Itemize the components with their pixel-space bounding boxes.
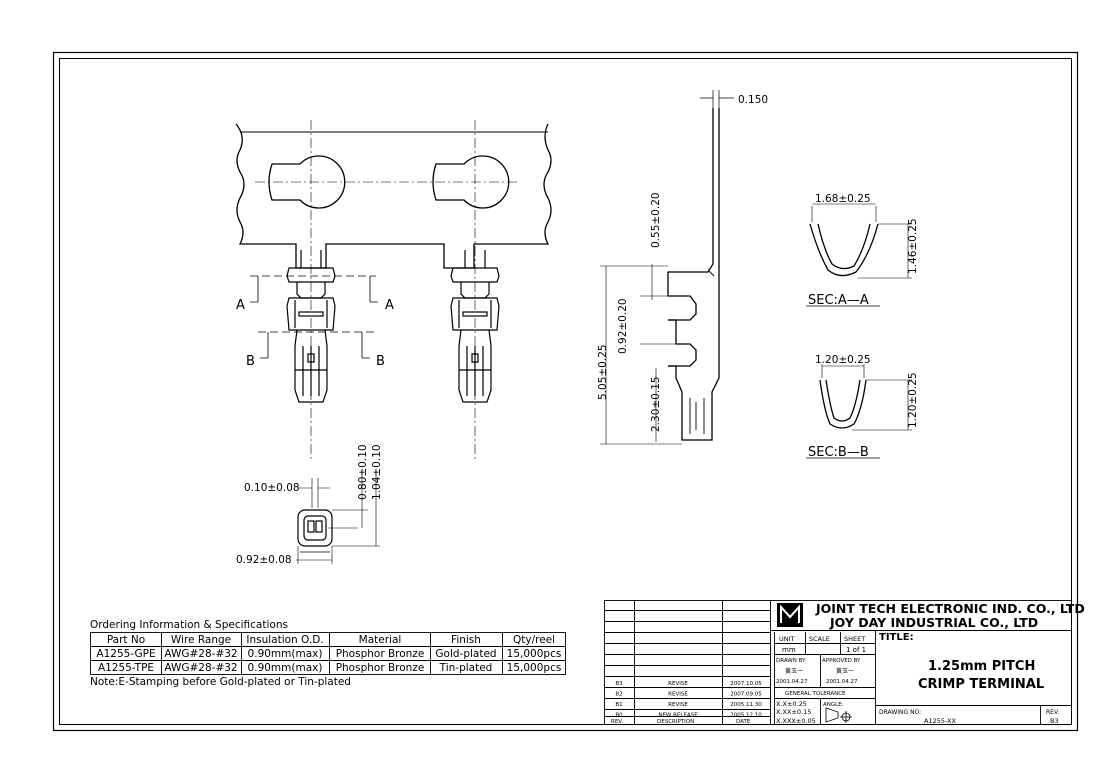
ordering-cells: Part No Wire Range Insulation O.D. Material… (96, 634, 561, 674)
scale-label: SCALE (809, 635, 830, 643)
revision-code: B0 (615, 713, 623, 719)
dim-height-b: 1.20±0.25 (907, 372, 919, 428)
section-a-label: SEC:A—A (808, 293, 869, 308)
approved-name: 黄玉一 (836, 667, 854, 675)
ordering-row-cell: 0.90mm(max) (248, 648, 323, 660)
ordering-header-cell: Wire Range (171, 634, 231, 646)
angle-label: ANGLE: (823, 702, 844, 708)
ordering-row-cell: 0.90mm(max) (248, 662, 323, 674)
end-view (296, 470, 380, 564)
approved-date: 2001.04.27 (826, 679, 858, 685)
section-cuts (250, 275, 378, 359)
ordering-row-cell: 15,000pcs (507, 662, 562, 674)
ordering-row-cell: A1255-GPE (96, 648, 155, 660)
description-column-header: DESCRIPTION (657, 719, 694, 725)
revision-code: B2 (615, 692, 622, 698)
tolerance-1: X.X±0.25 (776, 700, 807, 708)
drawn-by-label: DRAWN BY (776, 658, 806, 664)
inner-border (59, 58, 1072, 725)
dim-height-a: 1.46±0.25 (907, 218, 919, 274)
title-label: TITLE: (879, 632, 914, 643)
tolerance-2: X.XX±0.15 (776, 708, 811, 716)
cut-mark-b-left: B (246, 354, 255, 369)
outer-border (52, 51, 1079, 732)
cut-mark-b-right: B (376, 354, 385, 369)
ordering-row-cell: 15,000pcs (507, 648, 562, 660)
dim-width-a: 1.68±0.25 (815, 193, 871, 205)
ordering-note: Note:E-Stamping before Gold-plated or Ti… (90, 676, 351, 688)
cut-mark-a-right: A (385, 298, 394, 313)
revision-code: B1 (615, 702, 622, 708)
revision-date: 2005.11.30 (730, 702, 762, 708)
title-line-1: 1.25mm PITCH (928, 659, 1035, 674)
section-a-view (806, 203, 912, 307)
ordering-row-cell: Phosphor Bronze (336, 662, 425, 674)
dim-505: 5.05±0.25 (597, 344, 609, 400)
ordering-header-cell: Insulation O.D. (246, 634, 323, 646)
drawing-no: A1255-XX (924, 717, 956, 725)
ordering-row-cell: Phosphor Bronze (336, 648, 425, 660)
top-view (235, 120, 552, 460)
drawn-name: 黄玉一 (785, 667, 803, 675)
sheet-label: SHEET (844, 635, 865, 643)
ordering-header-cell: Finish (451, 634, 481, 646)
dim-010: 0.10±0.08 (244, 482, 300, 494)
rev-label: REV. (1046, 709, 1059, 716)
cut-mark-a-left: A (236, 298, 245, 313)
dim-092h: 0.92±0.08 (236, 554, 292, 566)
company-name-2: JOY DAY INDUSTRIAL CO., LTD (829, 615, 1038, 630)
dim-104: 1.04±0.10 (371, 444, 383, 500)
ordering-header-cell: Part No (107, 634, 145, 646)
dim-width-b: 1.20±0.25 (815, 354, 871, 366)
section-b-view (806, 364, 912, 459)
rev-value: B3 (1050, 717, 1059, 725)
ordering-row-cell: AWG#28-#32 (164, 648, 237, 660)
revision-date: 2007.09.05 (730, 692, 762, 698)
revision-code: B3 (615, 681, 623, 687)
title-block (604, 600, 1072, 725)
rev-column-header: REV. (611, 719, 623, 725)
ordering-row-cell: A1255-TPE (98, 662, 154, 674)
general-tolerance-label: GENERAL TOLERANCE (785, 691, 846, 697)
dim-230: 2.30±0.15 (650, 376, 662, 432)
revision-description: NEW RELEASE (658, 713, 698, 719)
ordering-header-cell: Material (359, 634, 402, 646)
tolerance-3: X.XXX±0.05 (776, 717, 816, 725)
company-logo (777, 603, 803, 627)
revision-description: REVISE (668, 702, 688, 708)
ordering-row-cell: AWG#28-#32 (164, 662, 237, 674)
revision-description: REVISE (668, 681, 688, 687)
revision-description: REVISE (668, 692, 688, 698)
dim-055: 0.55±0.20 (650, 192, 662, 248)
projection-symbol-icon (825, 707, 852, 723)
date-column-header: DATE (736, 719, 751, 725)
unit-label: UNIT (779, 635, 795, 643)
ordering-table (90, 632, 566, 675)
drawn-date: 2001.04.27 (776, 679, 808, 685)
dim-092v: 0.92±0.20 (617, 298, 629, 354)
section-b-label: SEC:B—B (808, 445, 869, 460)
ordering-row-cell: Gold-plated (435, 648, 496, 660)
ordering-row-cell: Tin-plated (439, 662, 493, 674)
drawing-no-label: DRAWING NO: (879, 709, 921, 716)
title-line-2: CRIMP TERMINAL (918, 677, 1044, 692)
revision-date: 2005.12.10 (730, 713, 762, 719)
dim-thickness: 0.150 (738, 94, 768, 106)
unit-value: mm (782, 646, 796, 654)
company-name-1: JOINT TECH ELECTRONIC IND. CO., LTD (815, 601, 1085, 616)
approved-by-label: APPROVED BY (822, 658, 861, 664)
ordering-title: Ordering Information & Specifications (90, 619, 288, 631)
sheet-value: 1 of 1 (846, 646, 866, 654)
side-view (600, 90, 734, 445)
ordering-header-cell: Qty/reel (513, 634, 555, 646)
revision-date: 2007.10.05 (730, 681, 762, 687)
dim-080: 0.80±0.10 (357, 444, 369, 500)
